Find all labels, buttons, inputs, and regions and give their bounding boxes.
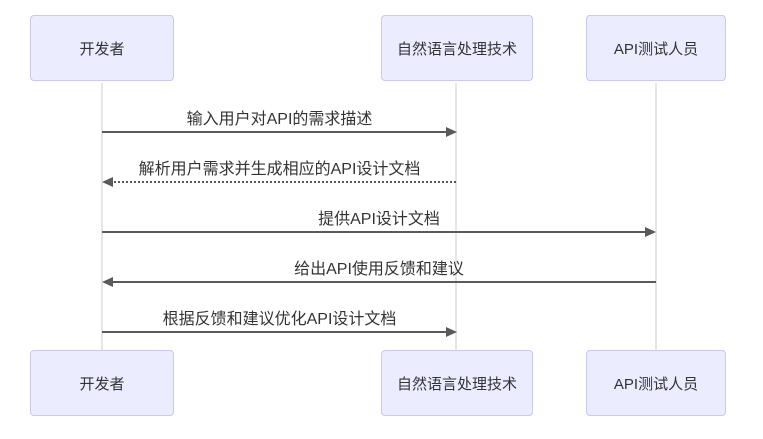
message-5-label: 根据反馈和建议优化API设计文档	[162, 311, 397, 328]
actor-label: 开发者	[79, 375, 125, 393]
message-2-arrowhead-icon	[102, 177, 113, 187]
lifeline-nlp	[455, 83, 457, 350]
message-5-line	[102, 331, 448, 333]
actor-api-tester-bottom: API测试人员	[586, 350, 726, 416]
message-4-label: 给出API使用反馈和建议	[294, 261, 464, 278]
message-1-arrowhead-icon	[446, 127, 457, 137]
actor-developer-top: 开发者	[30, 15, 174, 81]
message-4-arrowhead-icon	[102, 277, 113, 287]
lifeline-developer	[101, 83, 103, 350]
message-3-line	[102, 231, 647, 233]
message-3-arrowhead-icon	[645, 227, 656, 237]
actor-label: 开发者	[79, 40, 125, 58]
actor-label: API测试人员	[613, 40, 699, 58]
message-1-label: 输入用户对API的需求描述	[186, 111, 373, 128]
actor-nlp-bottom: 自然语言处理技术	[381, 350, 533, 416]
actor-nlp-top: 自然语言处理技术	[381, 15, 533, 81]
message-1-line	[102, 131, 448, 133]
actor-developer-bottom: 开发者	[30, 350, 174, 416]
message-5-arrowhead-icon	[446, 327, 457, 337]
message-3-label: 提供API设计文档	[318, 211, 440, 228]
lifeline-api-tester	[655, 83, 657, 350]
actor-label: API测试人员	[613, 375, 699, 393]
message-4-line	[110, 281, 656, 283]
message-2-line	[110, 181, 456, 183]
actor-label: 自然语言处理技术	[396, 40, 517, 58]
message-2-label: 解析用户需求并生成相应的API设计文档	[138, 161, 421, 178]
actor-label: 自然语言处理技术	[396, 375, 517, 393]
actor-api-tester-top: API测试人员	[586, 15, 726, 81]
